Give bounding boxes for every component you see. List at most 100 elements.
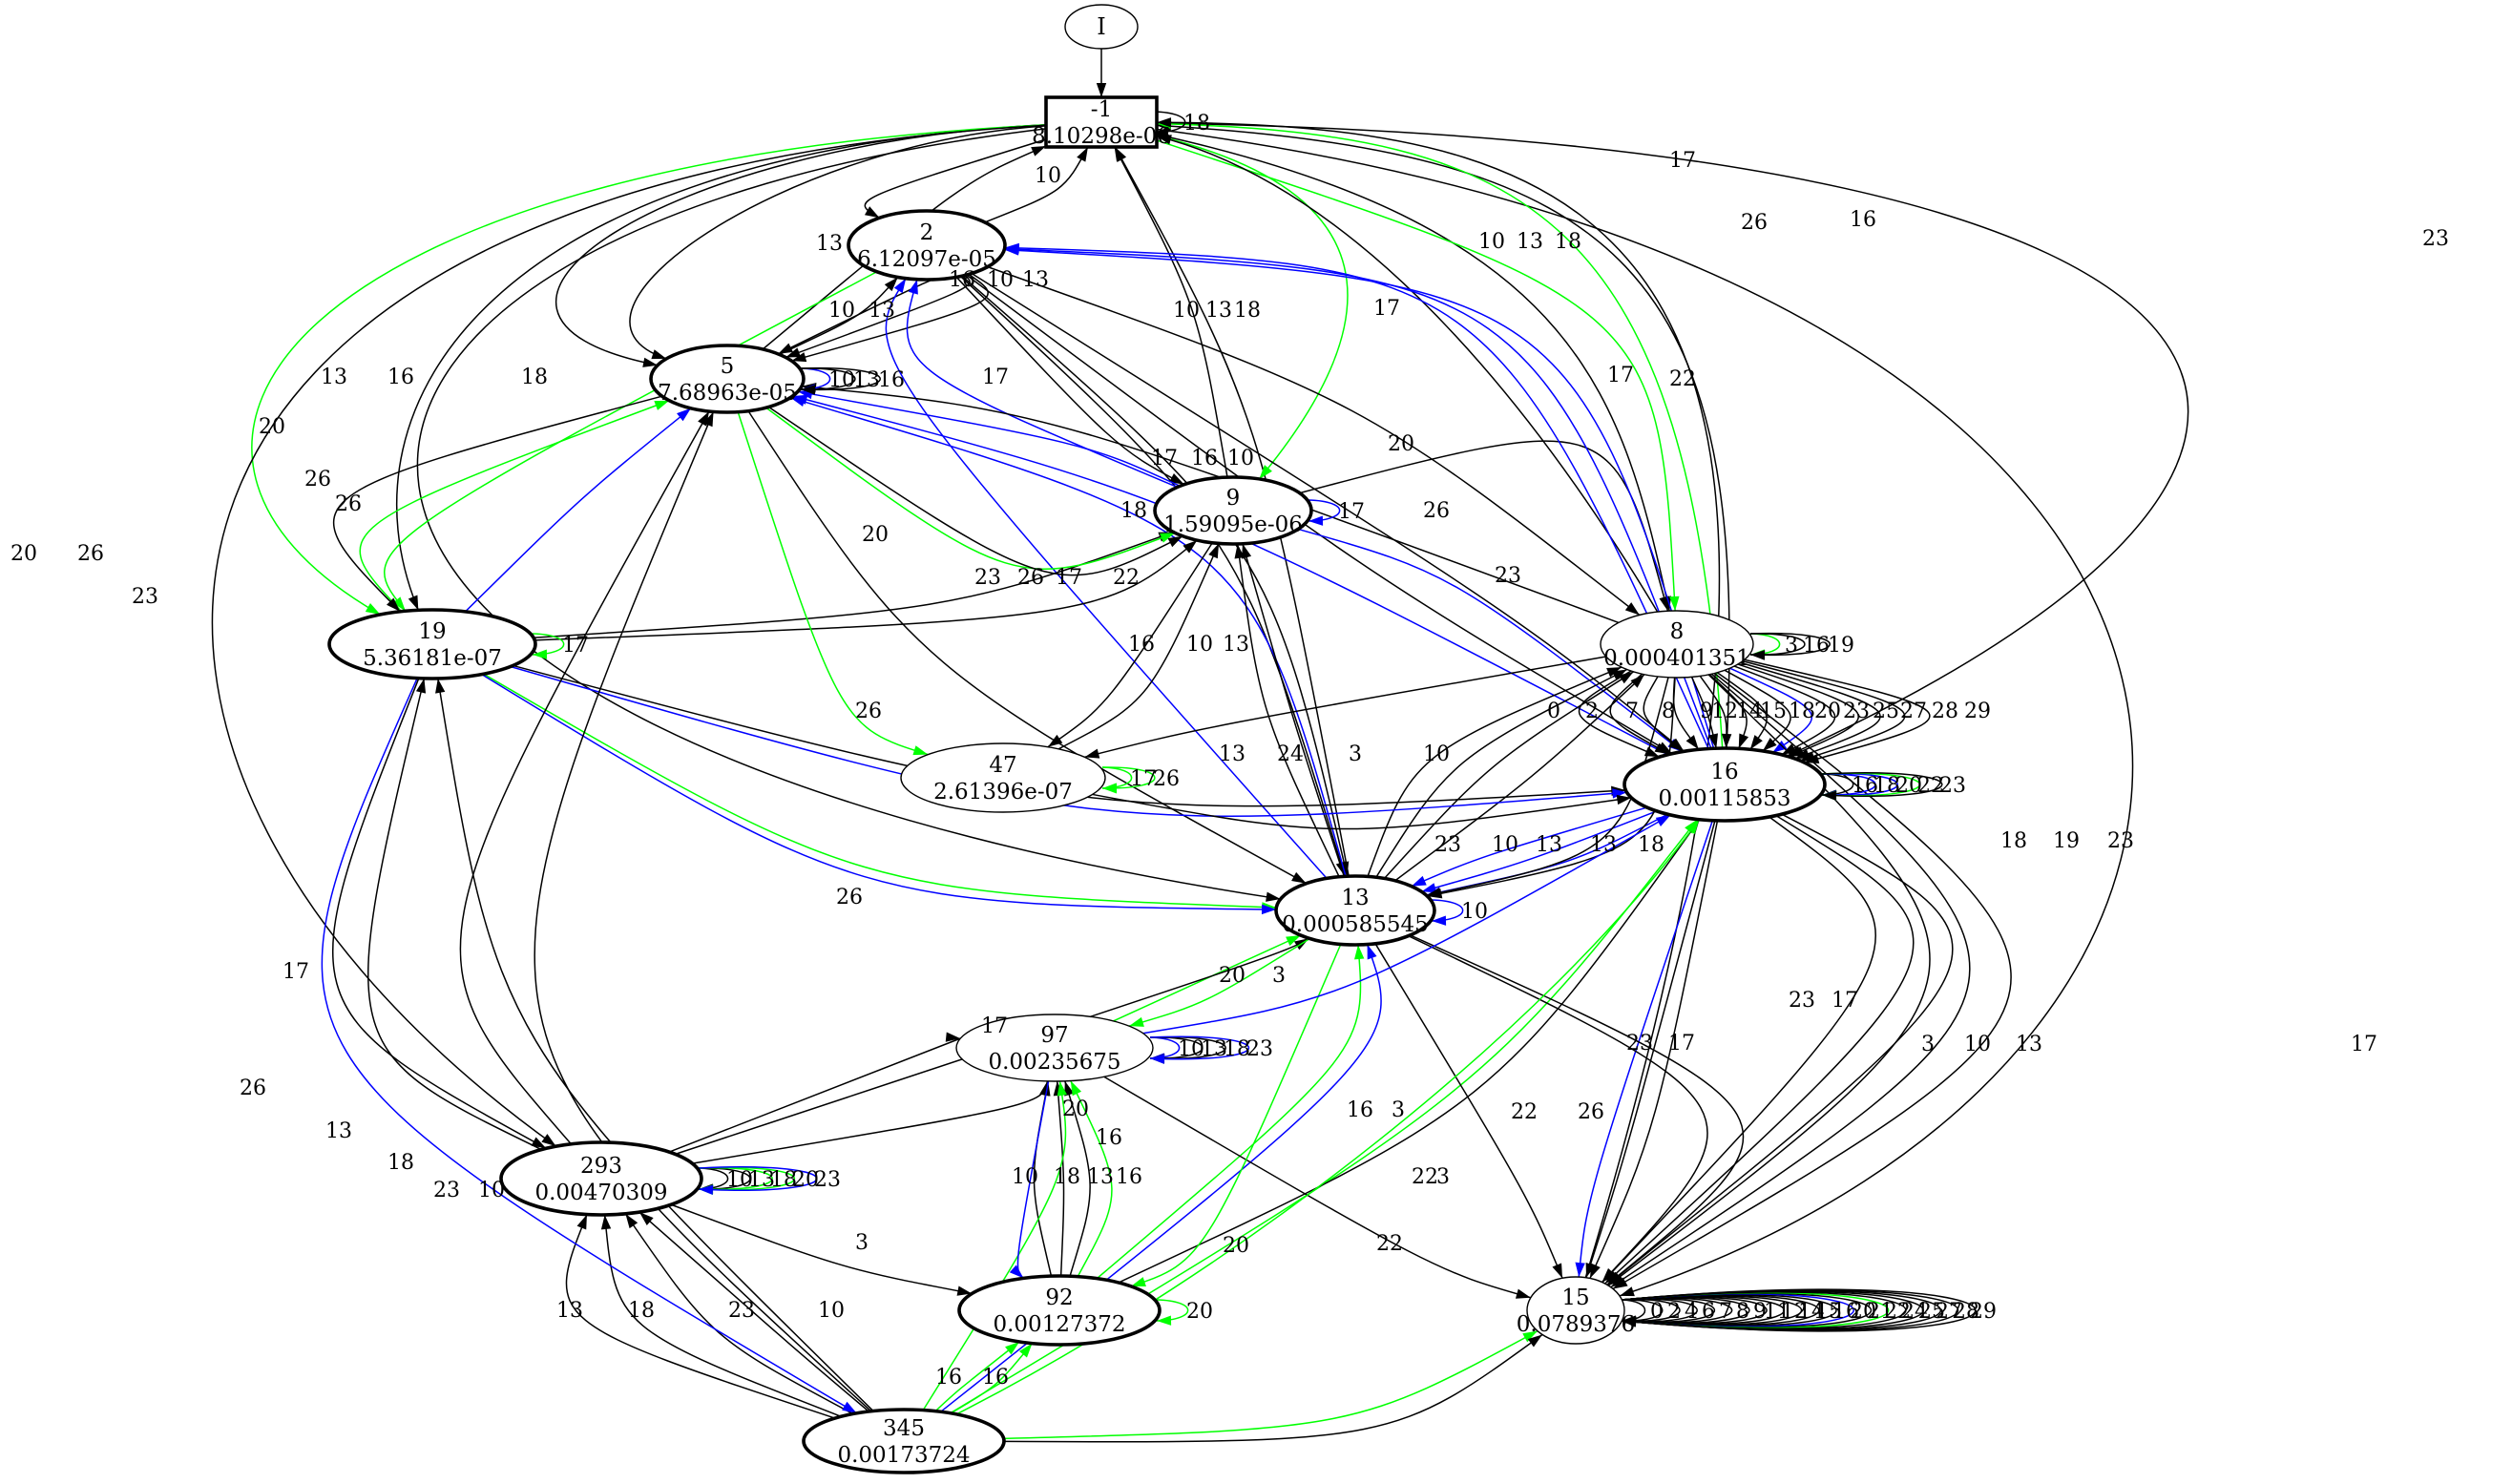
edge-label: 23 — [132, 585, 158, 609]
node-id-label: 19 — [418, 619, 446, 644]
edge-label: 10 — [1186, 633, 1213, 657]
edge-label: 10 — [1227, 447, 1254, 470]
edge-label: 20 — [1062, 1097, 1089, 1121]
edge-label: 26 — [1741, 211, 1768, 235]
graph-edge-5-to-13 — [747, 410, 1308, 885]
edge-label: 13 — [1022, 268, 1049, 292]
graph-edge-92-to-16 — [1118, 819, 1701, 1284]
edge-label: 10 — [478, 1179, 505, 1202]
edge-label: 13 — [1517, 230, 1543, 254]
self-loop-97 — [1149, 1035, 1250, 1060]
edge-arrowhead — [387, 597, 401, 612]
edge-arrowhead — [677, 408, 691, 422]
edge-label: 16 — [1347, 1098, 1373, 1122]
edge-arrowhead — [1157, 1315, 1172, 1326]
graph-edge-5-to-19 — [332, 395, 662, 613]
edge-arrowhead — [842, 1401, 857, 1413]
edge-label: 13 — [321, 366, 347, 389]
graph-node-15 — [1526, 1276, 1625, 1345]
edge-arrowhead — [1411, 875, 1427, 887]
graph-edge--1-to-293 — [211, 124, 1047, 1147]
node-value-label: 1.59095e-06 — [1163, 512, 1303, 537]
edge-label: 10 — [726, 1168, 753, 1192]
edge-arrowhead — [1286, 935, 1301, 947]
edge-label: 8 — [1662, 700, 1675, 723]
edge-arrowhead — [1057, 1080, 1067, 1097]
graph-edge--1-to-19 — [396, 124, 1047, 611]
node-id-label: 13 — [1341, 886, 1369, 910]
edge-arrowhead — [778, 343, 793, 354]
edge-label: 3 — [855, 1231, 869, 1255]
edge-arrowhead — [1659, 596, 1669, 612]
edge-label: 6 — [1702, 1300, 1715, 1324]
node-id-label: 2 — [920, 220, 934, 245]
graph-edge-9-to-5 — [797, 390, 1181, 488]
graph-edge-97-to-16 — [1142, 814, 1671, 1035]
self-loop-15 — [1621, 1288, 1977, 1332]
edge-arrowhead — [1738, 733, 1749, 749]
graph-edge-16-to-15 — [1585, 820, 1716, 1279]
node-id-label: 293 — [580, 1154, 622, 1179]
edge-arrowhead — [1589, 1263, 1601, 1279]
edge-arrowhead — [1624, 602, 1640, 616]
self-loop-16 — [1821, 772, 1921, 797]
edge-arrowhead — [1619, 1286, 1635, 1297]
self-loop-293 — [698, 1166, 796, 1191]
node-id-label: 97 — [1040, 1023, 1068, 1048]
self-loop-15 — [1621, 1298, 1681, 1323]
edge-label: 13 — [853, 368, 880, 392]
edge-arrowhead — [392, 596, 406, 612]
graph-node--1 — [1044, 95, 1159, 149]
edge-arrowhead — [1762, 738, 1777, 751]
self-loop-8 — [1749, 633, 1781, 656]
graph-edge-5-to-9 — [765, 407, 1176, 570]
edge-arrowhead — [1291, 871, 1307, 884]
graph-edge-345-to-293 — [603, 1214, 842, 1417]
edge-arrowhead — [1655, 815, 1671, 826]
graph-edge-345-to-293 — [638, 1211, 869, 1412]
edge-label: 22 — [1511, 1100, 1538, 1124]
graph-edge-16-to-15 — [1601, 816, 1876, 1284]
edge-label: 23 — [1843, 700, 1870, 723]
edge-label: 20 — [1223, 1234, 1249, 1258]
graph-edge-2-to-9 — [955, 276, 1185, 486]
edge-arrowhead — [638, 1212, 654, 1225]
edge-arrowhead — [1064, 1080, 1075, 1097]
graph-edge-92-to-97 — [1064, 1080, 1091, 1277]
edge-label: 22 — [1113, 566, 1140, 590]
node-value-label: 5.36181e-07 — [363, 646, 502, 671]
graph-edge-13-to-92 — [1130, 944, 1342, 1287]
graph-edge-8-to-16 — [1609, 673, 1670, 755]
graph-edge-2-to-5 — [791, 273, 989, 362]
edge-label: 26 — [1423, 499, 1450, 523]
edge-label: 20 — [1388, 432, 1414, 456]
edge-arrowhead — [1515, 1288, 1531, 1299]
graph-edge-8-to-5 — [801, 385, 1620, 624]
edge-label: 22 — [1412, 1165, 1438, 1189]
edge-label: 0 — [1650, 1300, 1664, 1324]
edge-label: 11 — [1764, 1300, 1790, 1324]
edge-arrowhead — [1432, 915, 1447, 926]
graph-edge-13-to-9 — [1242, 543, 1346, 877]
edge-label: 18 — [2000, 829, 2027, 853]
edge-label: 10 — [818, 1299, 845, 1323]
edge-arrowhead — [1084, 748, 1100, 759]
graph-edge-345-to-16 — [950, 819, 1699, 1414]
graph-edge-19-to-16 — [510, 665, 1627, 817]
graph-edge-9-to--1 — [1114, 146, 1228, 478]
edge-label: 10 — [1492, 833, 1518, 857]
graph-edge-9-to-16 — [1297, 528, 1683, 753]
graph-edge-8-to-16 — [1578, 670, 1661, 758]
edge-label: 26 — [1578, 1100, 1604, 1124]
edge-label: 7 — [1625, 700, 1639, 723]
graph-node-97 — [955, 1014, 1154, 1082]
edge-label: 19 — [2053, 829, 2080, 853]
edge-label: 16 — [1832, 1300, 1859, 1324]
edge-label: 21 — [1867, 1300, 1894, 1324]
edge-arrowhead — [1685, 735, 1699, 750]
edge-label: 27 — [1936, 1300, 1962, 1324]
edge-label: 28 — [1953, 1300, 1979, 1324]
edge-label: 22 — [1884, 1300, 1911, 1324]
node-value-label: 0.00470309 — [534, 1181, 667, 1205]
edge-label: 13 — [2016, 1033, 2042, 1056]
